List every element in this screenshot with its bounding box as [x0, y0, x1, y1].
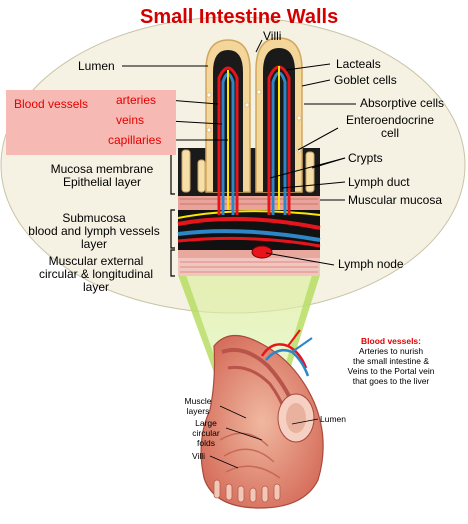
- caption-line4: that goes to the liver: [352, 376, 430, 386]
- label-muscular-external-line3: layer: [82, 280, 109, 294]
- caption-line1: Arteries to nurish: [358, 346, 424, 356]
- label-mucosa-line2: Epithelial layer: [62, 175, 142, 189]
- label-lumen: Lumen: [78, 59, 115, 73]
- label-lymph-node: Lymph node: [338, 257, 404, 271]
- label-blood-vessels: Blood vessels: [14, 97, 89, 111]
- label-large-circular-folds: Large circular folds: [186, 418, 226, 448]
- label-mucosa-membrane: Mucosa membrane Epithelial layer: [38, 163, 166, 189]
- label-goblet-cells: Goblet cells: [334, 73, 397, 87]
- label-submucosa-line3: layer: [80, 237, 107, 251]
- caption-line3: Veins to the Portal vein: [347, 366, 435, 376]
- label-veins: veins: [116, 113, 145, 127]
- caption-title: Blood vessels:: [361, 336, 421, 346]
- label-muscle-line2: layers: [186, 406, 210, 416]
- diagram-title: Small Intestine Walls: [140, 6, 339, 28]
- caption-line2: the small intestine &: [352, 356, 430, 366]
- label-muscular-mucosa: Muscular mucosa: [348, 193, 443, 207]
- label-muscular-external-line2: circular & longitudinal: [38, 267, 154, 281]
- label-lower-villi: Villi: [192, 451, 206, 461]
- label-lacteals: Lacteals: [336, 57, 381, 71]
- tissue-block: [177, 37, 321, 276]
- label-mucosa-line1: Mucosa membrane: [50, 162, 154, 176]
- label-muscle-line1: Muscle: [184, 396, 212, 406]
- label-enteroendocrine-cell: Enteroendocrine cell: [338, 114, 442, 140]
- label-lymph-duct: Lymph duct: [348, 175, 410, 189]
- leader-lines: [122, 39, 356, 266]
- label-crypts: Crypts: [348, 151, 383, 165]
- blood-vessels-highlight: [6, 90, 176, 155]
- blood-vessels-caption: Blood vessels: Arteries to nurish the sm…: [322, 336, 460, 386]
- label-arteries: arteries: [116, 93, 157, 107]
- label-villi: Villi: [263, 29, 282, 43]
- label-submucosa-line1: Submucosa: [62, 211, 126, 225]
- label-large-line1: Large: [195, 418, 217, 428]
- label-large-line2: circular: [192, 428, 220, 438]
- label-muscle-layers: Muscle layers: [176, 396, 220, 416]
- label-absorptive-cells: Absorptive cells: [360, 96, 445, 110]
- label-enteroendocrine-line1: Enteroendocrine: [345, 113, 435, 127]
- label-muscular-external: Muscular external circular & longitudina…: [24, 255, 168, 294]
- label-enteroendocrine-line2: cell: [380, 126, 399, 140]
- label-capillaries: capillaries: [108, 133, 162, 147]
- label-large-line3: folds: [197, 438, 215, 448]
- label-submucosa: Submucosa blood and lymph vessels layer: [18, 212, 170, 251]
- lower-leader-lines: [209, 405, 319, 469]
- label-submucosa-line2: blood and lymph vessels: [28, 224, 160, 238]
- label-muscular-external-line1: Muscular external: [48, 254, 144, 268]
- label-lower-lumen: Lumen: [320, 414, 346, 424]
